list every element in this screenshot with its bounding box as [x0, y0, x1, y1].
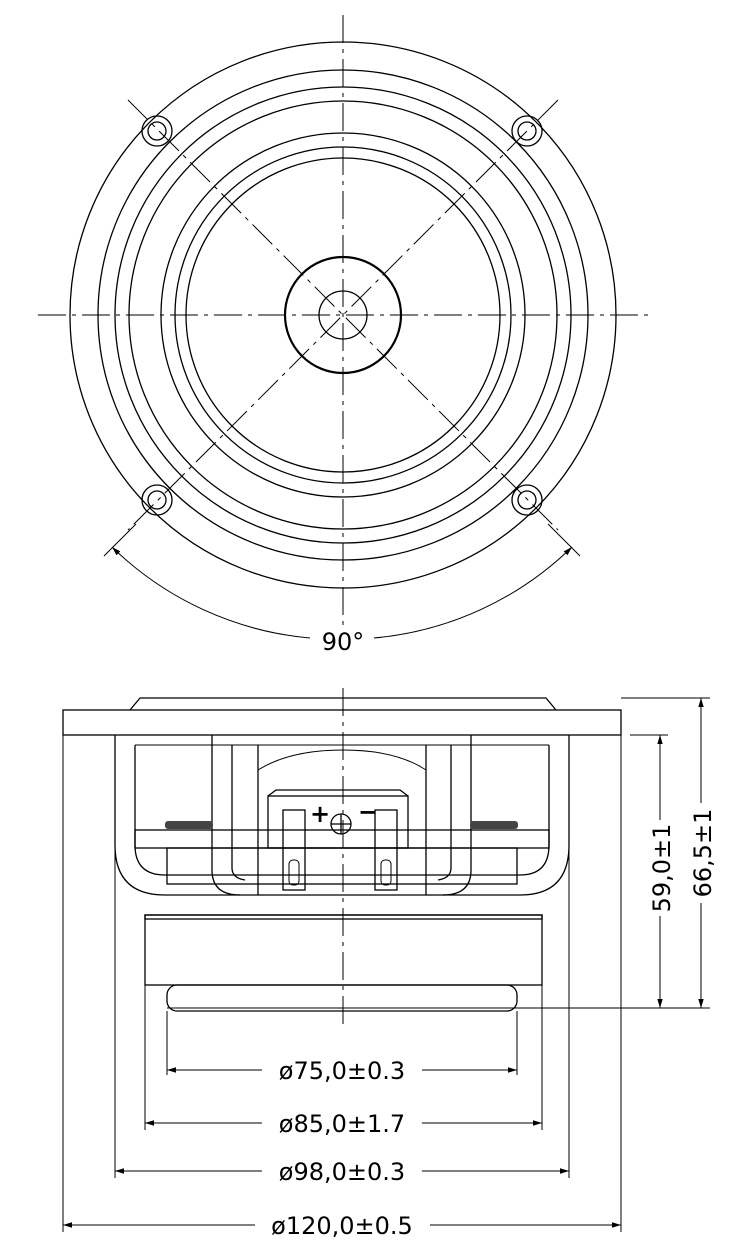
height-dim-label-59: 59,0±1	[648, 824, 676, 913]
surround-ring-3	[160, 132, 526, 498]
mounting-hole-top-left	[141, 115, 173, 147]
angle-dimension-arc	[111, 546, 311, 639]
basket-inner	[134, 745, 550, 876]
frame-flange	[62, 709, 622, 736]
diagonal-center-line-2	[127, 99, 559, 531]
phase-plug	[318, 290, 368, 340]
mounting-hole-bottom-left	[141, 484, 173, 516]
diagonal-center-line-1	[127, 99, 559, 531]
basket-leg-right	[442, 735, 472, 896]
dust-cap	[283, 255, 403, 375]
magnet-back-plate	[166, 984, 518, 1012]
diameter-dim-label-75: ø75,0±0.3	[279, 1057, 405, 1085]
basket-outer	[114, 735, 570, 896]
angle-label: 90°	[322, 628, 365, 656]
side-view: + − 59,0±1 66,5±1 ø75,0±0.3	[62, 688, 717, 1240]
diameter-dim-label-120: ø120,0±0.5	[271, 1212, 413, 1240]
cone-outer-ring	[174, 146, 512, 484]
terminal-minus-tab	[374, 809, 398, 891]
frame-outer-ring	[69, 41, 617, 589]
surround-ring-2	[128, 100, 558, 530]
diameter-dim-label-85: ø85,0±1.7	[279, 1110, 405, 1138]
terminal-plus-label: +	[310, 800, 330, 828]
spider-mesh-right	[470, 821, 518, 829]
spider-plate	[134, 829, 550, 849]
mounting-hole-top-right	[511, 115, 543, 147]
frame-inner-ring	[97, 69, 589, 561]
terminal-plus-tab	[282, 809, 306, 891]
diameter-dim-label-98: ø98,0±0.3	[279, 1158, 405, 1186]
height-dim-label-66: 66,5±1	[689, 809, 717, 898]
terminal-block	[267, 795, 409, 849]
basket-leg-left	[211, 735, 241, 896]
cone-inner-ring	[185, 157, 501, 473]
surround-outer-ring	[114, 86, 572, 544]
top-view: 90°	[38, 15, 648, 656]
terminal-minus-label: −	[358, 798, 378, 826]
spider-mesh-left	[165, 821, 213, 829]
mounting-hole-bottom-right	[511, 484, 543, 516]
